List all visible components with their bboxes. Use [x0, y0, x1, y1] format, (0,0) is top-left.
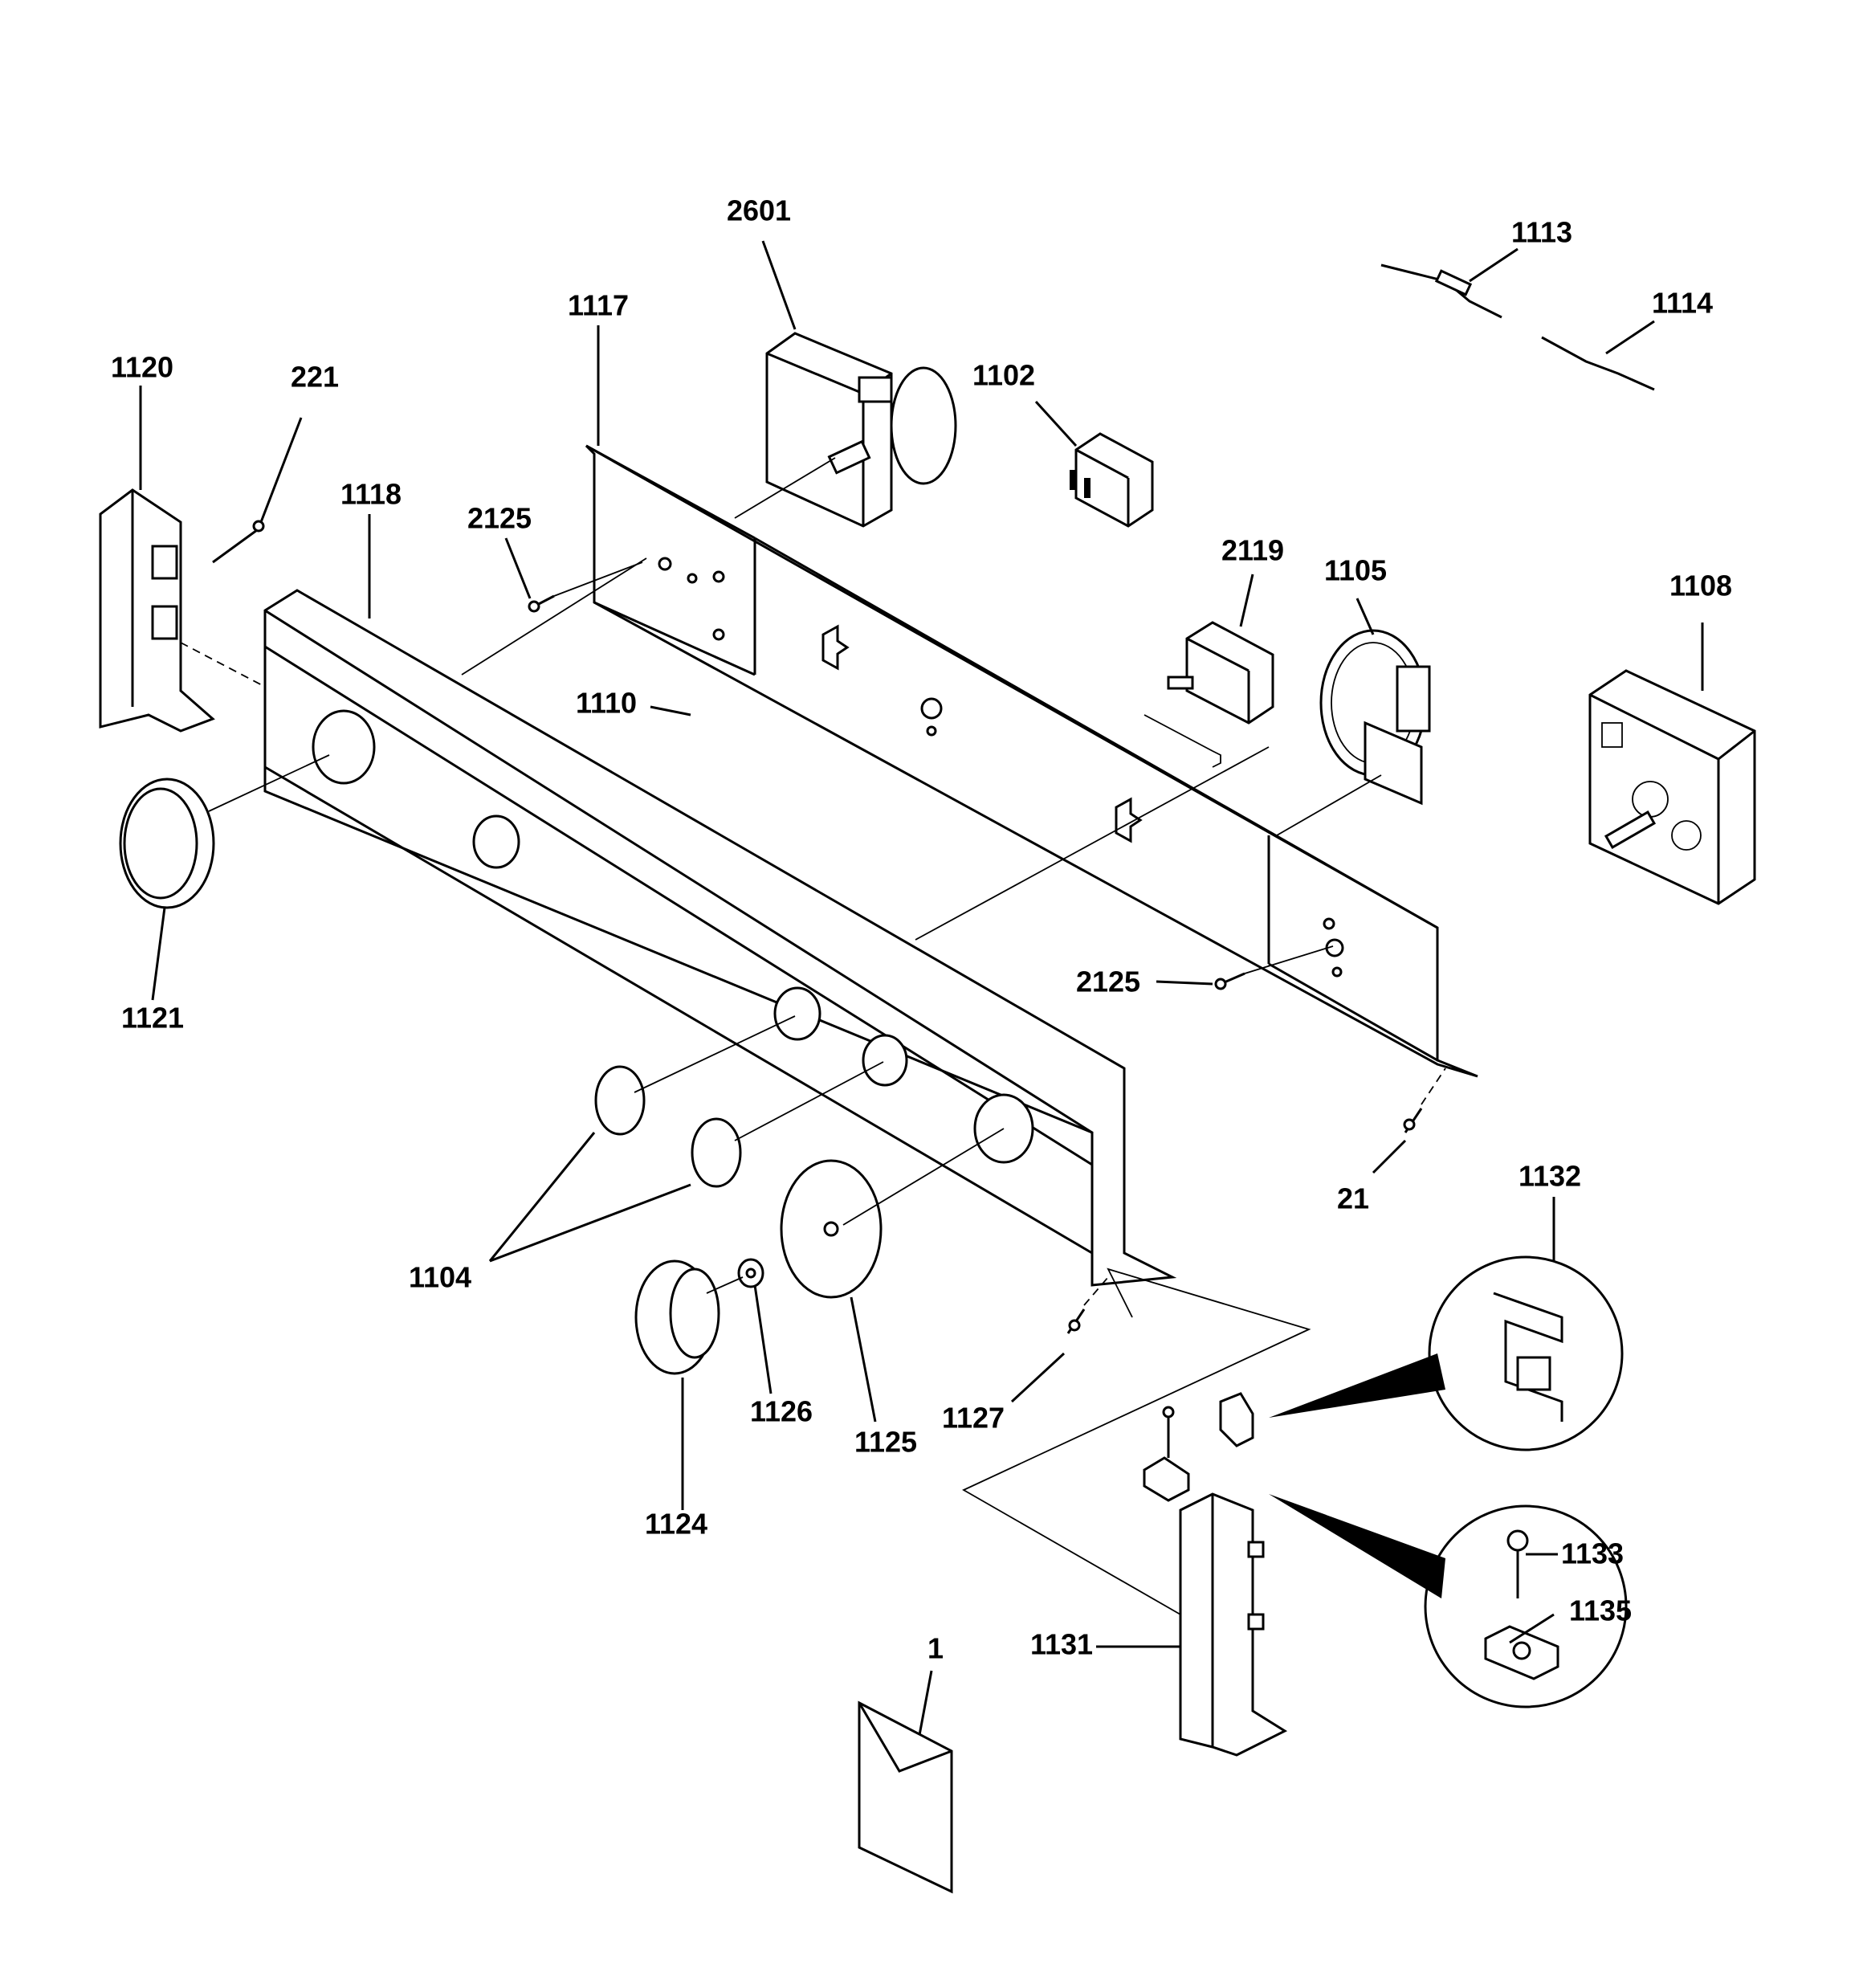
label-1127: 1127 — [942, 1402, 1005, 1435]
knob-1104-b — [691, 1061, 884, 1188]
label-1117: 1117 — [568, 289, 629, 322]
screw-2125-a — [528, 561, 643, 613]
knob-1124 — [634, 1259, 720, 1375]
screw-1127 — [1066, 1276, 1109, 1334]
guide-line — [461, 557, 647, 676]
label-1121: 1121 — [121, 1002, 184, 1035]
label-1114: 1114 — [1652, 287, 1713, 320]
switch-1102 — [1070, 432, 1154, 528]
label-1124: 1124 — [645, 1508, 707, 1541]
dial-1125 — [706, 1128, 1005, 1299]
guide-line — [180, 642, 266, 688]
label-2119: 2119 — [1221, 534, 1284, 567]
bracket-1131 — [1179, 1492, 1288, 1757]
valve-1105 — [1276, 629, 1431, 836]
label-1131: 1131 — [1030, 1628, 1093, 1661]
label-1113: 1113 — [1511, 216, 1572, 249]
label-1102: 1102 — [972, 359, 1035, 392]
leader-lines — [139, 240, 1704, 1736]
rear-bracket-1117 — [585, 444, 1478, 1078]
guide-line — [915, 746, 1270, 941]
label-1132: 1132 — [1519, 1160, 1581, 1193]
label-1104: 1104 — [409, 1261, 471, 1294]
washer-1126 — [737, 1258, 764, 1288]
detail-circle-1133 — [1269, 1494, 1628, 1708]
end-cap-1120 — [99, 488, 215, 733]
label-1135: 1135 — [1569, 1594, 1632, 1627]
label-2125-upper: 2125 — [467, 502, 532, 535]
harness-1113 — [1380, 263, 1502, 319]
label-2601: 2601 — [727, 194, 791, 227]
label-1118: 1118 — [340, 478, 402, 511]
label-1133: 1133 — [1561, 1537, 1624, 1570]
label-21: 21 — [1337, 1182, 1369, 1215]
screw-221 — [212, 520, 265, 564]
knob-1121 — [119, 754, 330, 909]
label-1108: 1108 — [1669, 569, 1732, 602]
screw-21 — [1403, 1067, 1446, 1133]
label-1105: 1105 — [1324, 554, 1387, 587]
knob-1104-a — [594, 1015, 796, 1136]
clip-small — [1143, 1392, 1254, 1502]
label-221: 221 — [291, 361, 339, 394]
label-1120: 1120 — [111, 351, 173, 384]
screw-2125-b — [1214, 945, 1334, 990]
switch-2119 — [1143, 621, 1274, 768]
label-1125: 1125 — [854, 1426, 917, 1459]
label-1: 1 — [927, 1632, 944, 1665]
label-1126: 1126 — [750, 1395, 813, 1428]
guide-line — [962, 1268, 1311, 1615]
timer-1108 — [1588, 669, 1756, 905]
harness-1114 — [1541, 336, 1655, 391]
label-1110: 1110 — [576, 687, 637, 720]
envelope-1 — [858, 1700, 953, 1894]
label-2125-lower: 2125 — [1076, 965, 1140, 998]
detail-circle-1132 — [1269, 1255, 1624, 1451]
control-panel-1118 — [263, 589, 1177, 1287]
timer-2601 — [734, 332, 957, 528]
